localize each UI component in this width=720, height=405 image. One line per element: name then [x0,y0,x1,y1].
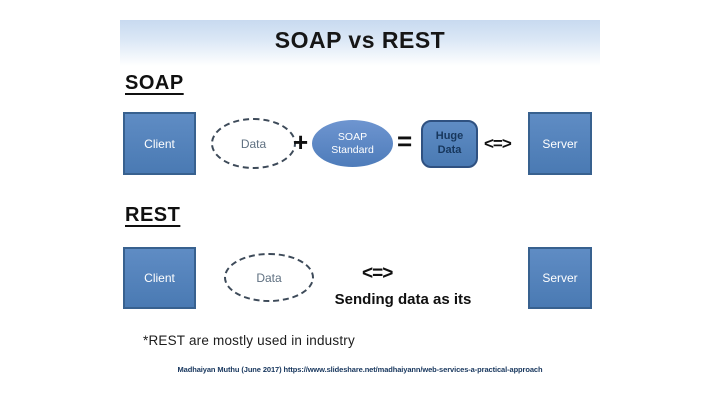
soap-bidirectional-arrow: <=> [484,134,512,153]
soap-section-heading: SOAP [125,72,184,94]
plus-sign: + [293,127,309,157]
soap-standard-ellipse: SOAP Standard [312,120,393,167]
huge-data-box: Huge Data [421,120,478,168]
title-gradient-band [120,20,600,66]
soap-standard-label-line1: SOAP [337,130,368,143]
footnote: *REST are mostly used in industry [143,333,355,348]
soap-client-box: Client [123,112,196,175]
rest-server-box: Server [528,247,592,309]
soap-data-ellipse: Data [211,118,296,169]
rest-client-box: Client [123,247,196,309]
huge-data-label-line2: Data [437,144,462,156]
soap-server-box: Server [528,112,592,175]
rest-data-ellipse: Data [224,253,314,302]
rest-caption: Sending data as its [334,291,472,308]
rest-bidirectional-arrow: <=> [362,263,393,284]
rest-section-heading: REST [125,204,181,226]
huge-data-label-line1: Huge [435,130,464,143]
equals-sign: = [397,126,413,156]
citation-link: Madhaiyan Muthu (June 2017) https://www.… [177,365,543,374]
slide-title: SOAP vs REST [274,27,446,53]
soap-standard-label-line2: Standard [331,143,374,156]
